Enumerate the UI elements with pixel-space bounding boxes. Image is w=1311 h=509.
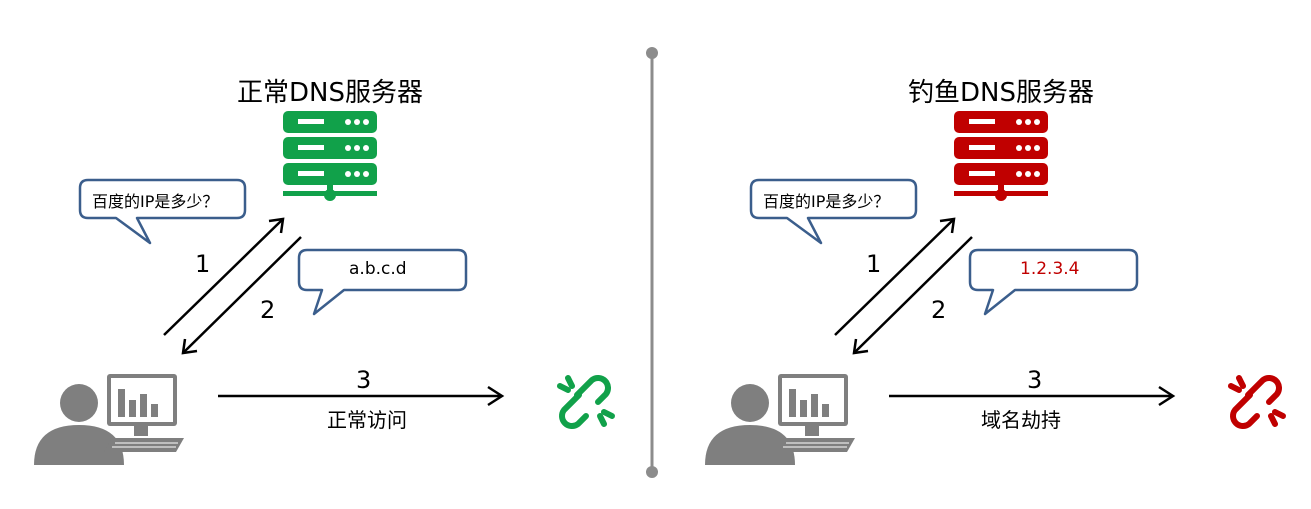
answer-bubble xyxy=(297,248,468,316)
normal-dns-graphics xyxy=(34,111,615,465)
arrow-query xyxy=(163,217,285,336)
question-bubble xyxy=(749,178,918,245)
step-3-label: 3 xyxy=(356,366,372,394)
step-1-label: 1 xyxy=(866,250,882,278)
question-text: 百度的IP是多少？ xyxy=(763,192,890,211)
step-2-label: 2 xyxy=(931,296,947,324)
step-3-label: 3 xyxy=(1027,366,1043,394)
question-text: 百度的IP是多少？ xyxy=(92,192,219,211)
broken-link-icon xyxy=(557,375,615,429)
normal-dns-panel: 正常DNS服务器 百度的IP是多少？ a.b.c.d 1 2 3 正常访问 xyxy=(0,0,650,509)
server-icon xyxy=(954,111,1048,201)
server-icon xyxy=(283,111,377,201)
action-label: 正常访问 xyxy=(327,408,407,432)
answer-text: 1.2.3.4 xyxy=(1020,259,1080,279)
question-bubble xyxy=(78,178,247,245)
answer-bubble xyxy=(968,248,1139,316)
arrow-response xyxy=(852,236,973,355)
broken-link-icon xyxy=(1228,375,1286,429)
step-1-label: 1 xyxy=(195,250,211,278)
user-computer-icon xyxy=(34,374,184,465)
arrow-access xyxy=(889,385,1176,407)
arrow-query xyxy=(834,217,956,336)
arrow-access xyxy=(218,385,505,407)
phishing-dns-graphics xyxy=(705,111,1286,465)
answer-text: a.b.c.d xyxy=(349,259,407,279)
panel-title: 正常DNS服务器 xyxy=(237,78,423,108)
user-computer-icon xyxy=(705,374,855,465)
panel-title: 钓鱼DNS服务器 xyxy=(908,78,1094,108)
arrow-response xyxy=(181,236,302,355)
phishing-dns-panel: 钓鱼DNS服务器 百度的IP是多少？ 1.2.3.4 1 2 3 域名劫持 xyxy=(671,0,1311,509)
action-label: 域名劫持 xyxy=(981,408,1061,432)
step-2-label: 2 xyxy=(260,296,276,324)
